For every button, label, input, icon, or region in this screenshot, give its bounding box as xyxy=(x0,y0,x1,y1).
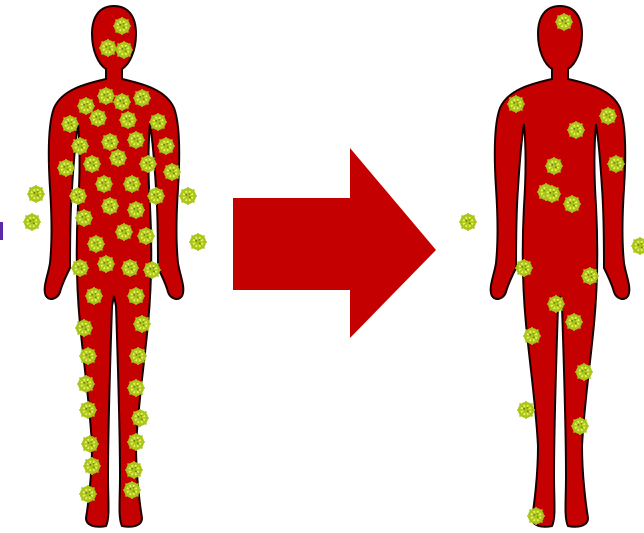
virus-icon xyxy=(113,93,131,111)
body-before xyxy=(23,6,207,527)
virus-icon xyxy=(631,237,644,255)
virus-icon xyxy=(123,481,141,499)
virus-icon xyxy=(75,209,93,227)
virus-icon xyxy=(101,133,119,151)
virus-icon xyxy=(23,213,41,231)
right-arrow-icon xyxy=(233,148,436,338)
virus-icon xyxy=(85,287,103,305)
virus-icon xyxy=(57,159,75,177)
virus-icon xyxy=(127,287,145,305)
virus-icon xyxy=(97,255,115,273)
virus-icon xyxy=(69,187,87,205)
virus-icon xyxy=(527,507,545,525)
virus-icon xyxy=(89,109,107,127)
human-body-icon xyxy=(45,6,184,527)
virus-icon xyxy=(581,267,599,285)
virus-icon xyxy=(109,149,127,167)
virus-icon xyxy=(507,95,525,113)
virus-icon xyxy=(79,401,97,419)
virus-icon xyxy=(121,259,139,277)
virus-icon xyxy=(163,163,181,181)
virus-icon xyxy=(149,113,167,131)
virus-icon xyxy=(157,137,175,155)
virus-icon xyxy=(127,201,145,219)
virus-icon xyxy=(127,131,145,149)
virus-icon xyxy=(555,13,573,31)
virus-icon xyxy=(523,327,541,345)
virus-icon xyxy=(599,107,617,125)
human-body-icon xyxy=(491,6,630,527)
virus-icon xyxy=(137,227,155,245)
virus-icon xyxy=(61,115,79,133)
virus-icon xyxy=(71,259,89,277)
virus-icon xyxy=(189,233,207,251)
virus-icon xyxy=(99,39,117,57)
virus-icon xyxy=(131,409,149,427)
virus-icon xyxy=(515,259,533,277)
virus-icon xyxy=(113,17,131,35)
virus-icon xyxy=(127,379,145,397)
virus-icon xyxy=(133,315,151,333)
virus-icon xyxy=(517,401,535,419)
virus-icon xyxy=(27,185,45,203)
virus-icon xyxy=(459,213,477,231)
virus-icon xyxy=(101,197,119,215)
virus-icon xyxy=(563,195,581,213)
virus-icon xyxy=(129,347,147,365)
virus-icon xyxy=(565,313,583,331)
virus-icon xyxy=(77,375,95,393)
virus-icon xyxy=(139,155,157,173)
virus-icon xyxy=(543,185,561,203)
virus-icon xyxy=(125,461,143,479)
virus-icon xyxy=(71,137,89,155)
virus-icon xyxy=(545,157,563,175)
virus-icon xyxy=(83,457,101,475)
body-after xyxy=(459,6,644,527)
virus-icon xyxy=(115,41,133,59)
virus-icon xyxy=(79,347,97,365)
virus-icon xyxy=(179,187,197,205)
virus-icon xyxy=(571,417,589,435)
virus-icon xyxy=(575,363,593,381)
virus-icon xyxy=(567,121,585,139)
virus-icon xyxy=(607,155,625,173)
virus-icon xyxy=(75,319,93,337)
virus-icon xyxy=(547,295,565,313)
virus-icon xyxy=(119,111,137,129)
virus-icon xyxy=(143,261,161,279)
virus-icon xyxy=(133,89,151,107)
virus-icon xyxy=(97,87,115,105)
virus-icon xyxy=(127,433,145,451)
virus-icon xyxy=(115,223,133,241)
virus-icon xyxy=(147,187,165,205)
virus-icon xyxy=(79,485,97,503)
virus-icon xyxy=(81,435,99,453)
virus-icon xyxy=(83,155,101,173)
virus-icon xyxy=(95,175,113,193)
virus-icon xyxy=(87,235,105,253)
virus-icon xyxy=(123,175,141,193)
